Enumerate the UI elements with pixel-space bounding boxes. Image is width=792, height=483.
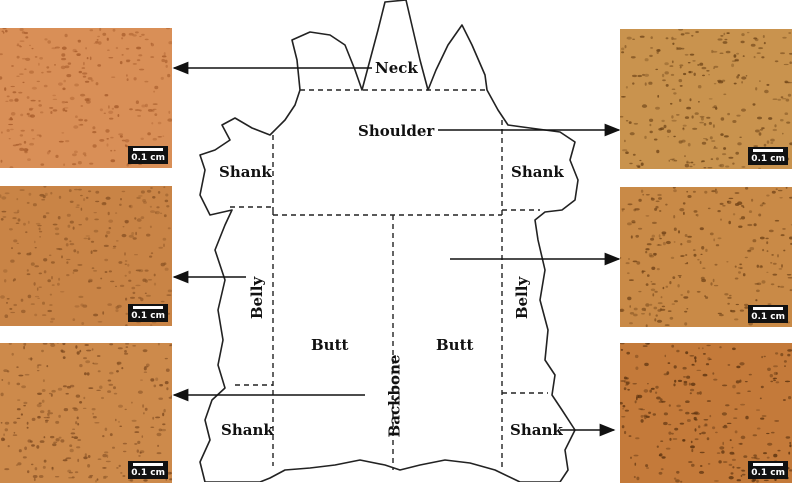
label-belly-left: Belly [248, 276, 267, 320]
scale-bar: 0.1 cm [748, 305, 788, 323]
label-shank-lower-right: Shank [510, 421, 563, 439]
scale-bar: 0.1 cm [748, 147, 788, 165]
label-belly-right: Belly [513, 276, 532, 320]
label-backbone: Backbone [385, 354, 404, 438]
label-shank-upper-left: Shank [219, 163, 272, 181]
label-shank-upper-right: Shank [511, 163, 564, 181]
hide-outline [199, 0, 579, 482]
region-dividers [230, 89, 548, 470]
photo-belly-texture: 0.1 cm [0, 186, 172, 326]
scale-bar: 0.1 cm [128, 146, 168, 164]
scale-bar: 0.1 cm [128, 461, 168, 479]
label-neck: Neck [375, 59, 418, 77]
label-butt-left: Butt [311, 336, 349, 354]
pointer-arrows [172, 61, 621, 437]
label-shank-lower-left: Shank [221, 421, 274, 439]
leather-grain-texture [620, 343, 792, 483]
leather-grain-texture [620, 29, 792, 169]
leather-grain-texture [620, 187, 792, 327]
leather-grain-texture [0, 343, 172, 483]
photo-butt-texture: 0.1 cm [0, 343, 172, 483]
scale-bar: 0.1 cm [748, 461, 788, 479]
photo-neck-texture: 0.1 cm [0, 28, 172, 168]
photo-shoulder-texture: 0.1 cm [620, 29, 792, 169]
scale-bar: 0.1 cm [128, 304, 168, 322]
photo-butt-right-texture: 0.1 cm [620, 187, 792, 327]
leather-grain-texture [0, 186, 172, 326]
photo-shank-texture: 0.1 cm [620, 343, 792, 483]
label-butt-right: Butt [436, 336, 474, 354]
leather-grain-texture [0, 28, 172, 168]
label-shoulder: Shoulder [358, 122, 435, 140]
